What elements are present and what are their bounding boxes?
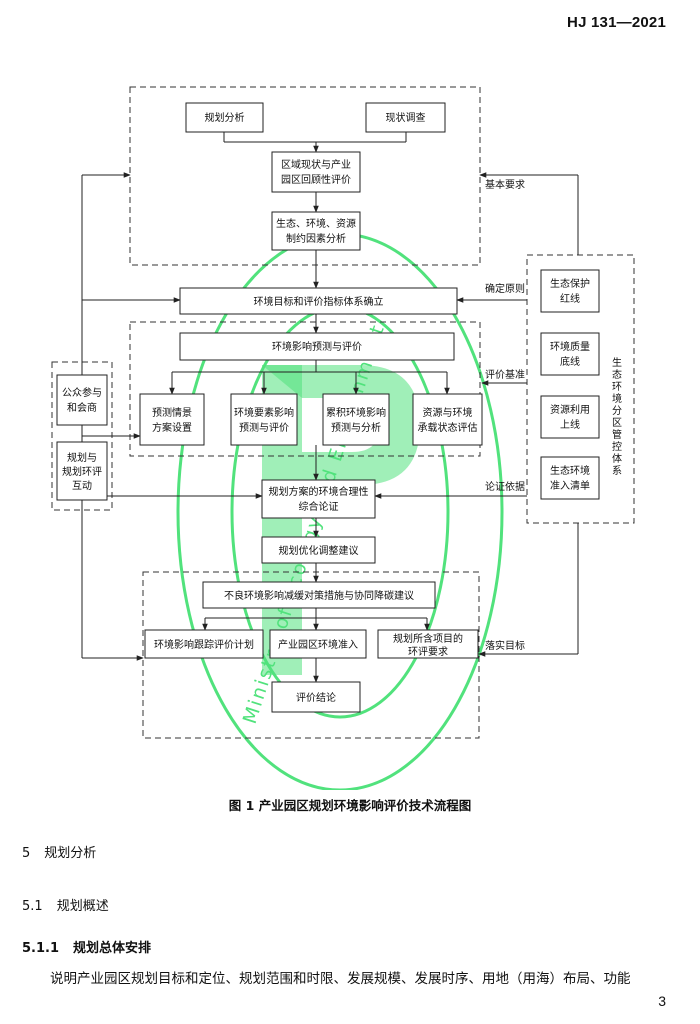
svg-text:区: 区	[612, 417, 622, 429]
node-regional-status-2: 园区回顾性评价	[281, 173, 351, 186]
node-element-impact-2: 预测与评价	[239, 421, 289, 434]
node-scenario-1: 预测情景	[152, 406, 192, 419]
node-project-req-2: 环评要求	[408, 646, 448, 658]
node-access-list-1: 生态环境	[550, 464, 590, 477]
section-number: 5.1	[22, 899, 43, 914]
svg-text:环: 环	[612, 382, 622, 393]
node-carrying-1: 资源与环境	[423, 406, 473, 419]
connectors	[81, 132, 579, 683]
edge-label-basic-requirements: 基本要求	[485, 178, 525, 191]
node-public-1: 公众参与	[62, 386, 102, 399]
node-plan-analysis: 规划分析	[205, 111, 245, 124]
node-redline-1: 生态保护	[550, 277, 590, 290]
svg-text:系: 系	[612, 465, 622, 477]
section-title: 规划概述	[56, 899, 109, 914]
section-5-1-heading: 5.1 规划概述	[22, 895, 109, 914]
svg-text:生: 生	[612, 356, 622, 369]
section-title: 规划总体安排	[73, 941, 152, 956]
svg-text:体: 体	[612, 453, 622, 465]
section-number: 5	[22, 846, 31, 861]
node-interaction-1: 规划与	[67, 451, 97, 464]
group-zoning	[526, 254, 635, 524]
node-status-survey: 现状调查	[386, 111, 426, 124]
svg-text:分: 分	[612, 405, 622, 417]
page-number: 3	[658, 993, 666, 1009]
node-redline-2: 红线	[560, 292, 580, 305]
node-tracking: 环境影响跟踪评价计划	[154, 638, 254, 651]
flowchart: Ministry of Ecology and Environment	[51, 86, 635, 790]
node-mitigation: 不良环境影响减缓对策措施与协同降碳建议	[224, 589, 414, 602]
node-quality-2: 底线	[560, 355, 580, 368]
node-rationality-2: 综合论证	[299, 500, 339, 513]
group-prediction	[129, 321, 481, 457]
node-interaction-3: 互动	[72, 480, 92, 492]
node-access-list-2: 准入清单	[550, 479, 590, 492]
svg-text:态: 态	[612, 368, 622, 381]
node-optimization: 规划优化调整建议	[279, 544, 359, 557]
section-5-heading: 5 规划分析	[22, 842, 96, 861]
svg-text:境: 境	[612, 392, 622, 405]
zoning-system-label: 生 态 环 境 分 区 管 控 体 系	[612, 356, 622, 477]
body-paragraph: 说明产业园区规划目标和定位、规划范围和时限、发展规模、发展时序、用地（用海）布局…	[50, 971, 631, 987]
node-cumulative-1: 累积环境影响	[326, 406, 386, 419]
node-conclusion: 评价结论	[296, 691, 336, 704]
node-resource-limit-1: 资源利用	[550, 403, 590, 416]
node-access: 产业园区环境准入	[278, 638, 358, 651]
node-project-req-1: 规划所含项目的	[393, 632, 463, 645]
edge-label-implement-goal: 落实目标	[485, 639, 525, 652]
node-regional-status-1: 区域现状与产业	[281, 158, 351, 171]
node-interaction-2: 规划环评	[62, 465, 102, 478]
group-analysis	[129, 86, 481, 266]
node-quality-1: 环境质量	[550, 340, 590, 353]
node-impact-prediction: 环境影响预测与评价	[272, 340, 362, 353]
node-indicator-system: 环境目标和评价指标体系确立	[254, 295, 384, 308]
edge-label-determine-principle: 确定原则	[485, 282, 525, 295]
node-public-2: 和会商	[67, 401, 97, 414]
figure-caption: 图 1 产业园区规划环境影响评价技术流程图	[228, 798, 472, 813]
node-eco-constraint-2: 制约因素分析	[286, 232, 346, 245]
node-element-impact-1: 环境要素影响	[234, 406, 294, 419]
node-cumulative-2: 预测与分析	[331, 421, 381, 434]
edge-label-argument-basis: 论证依据	[485, 480, 525, 493]
node-rationality-1: 规划方案的环境合理性	[269, 485, 369, 498]
svg-text:控: 控	[612, 440, 622, 453]
section-number: 5.1.1	[22, 941, 60, 956]
node-scenario-2: 方案设置	[152, 421, 192, 434]
node-eco-constraint-1: 生态、环境、资源	[276, 217, 356, 230]
section-title: 规划分析	[44, 846, 97, 861]
section-5-1-1-heading: 5.1.1 规划总体安排	[22, 937, 151, 956]
standard-code: HJ 131—2021	[567, 14, 666, 31]
group-measures	[142, 571, 480, 739]
edge-label-evaluation-baseline: 评价基准	[485, 368, 525, 381]
node-resource-limit-2: 上线	[560, 418, 580, 431]
svg-text:管: 管	[612, 428, 622, 441]
node-carrying-2: 承载状态评估	[418, 421, 478, 434]
